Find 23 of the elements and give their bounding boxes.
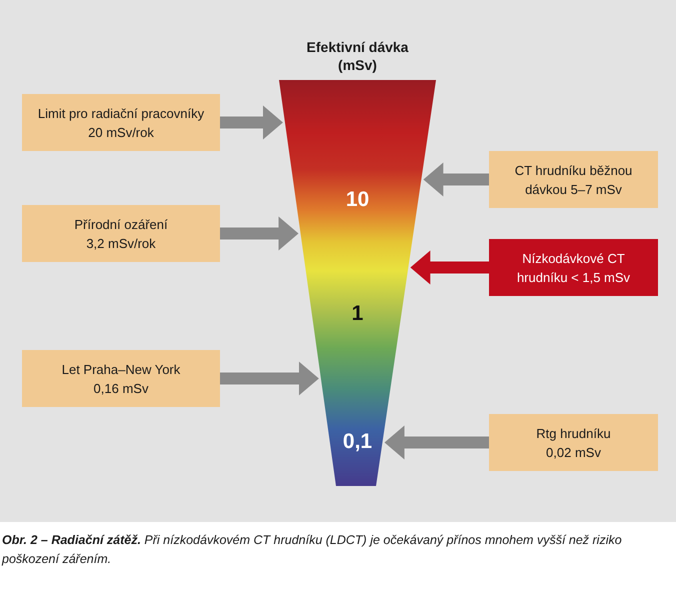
scale-value: 10 [346, 188, 370, 212]
arrow [384, 426, 489, 460]
exposure-label: Nízkodávkové CT hrudníku < 1,5 mSv [516, 250, 632, 286]
arrow [220, 106, 283, 140]
figure-caption: Obr. 2 – Radiační zátěž. Při nízkodávkovém CT hrudníku (LDCT) je očekávaný přínos mnohem vyšší než riziko poškození zářením. [2, 532, 623, 568]
exposure-card [489, 151, 658, 208]
scale-title: Efektivní dávka (mSv) [306, 38, 410, 74]
exposure-card [22, 205, 220, 262]
exposure-card [489, 239, 658, 296]
scale-value: 0,1 [342, 430, 372, 454]
scale-value: 1 [352, 302, 364, 326]
exposure-card [489, 414, 658, 471]
arrow [423, 162, 489, 196]
exposure-label: CT hrudníku běžnou dávkou 5–7 mSv [514, 162, 634, 198]
exposure-label: Rtg hrudníku 0,02 mSv [535, 424, 612, 462]
exposure-card [22, 350, 220, 407]
exposure-label: Limit pro radiační pracovníky 20 mSv/rok [36, 104, 206, 142]
arrow [220, 216, 299, 250]
exposure-card [22, 94, 220, 151]
arrow [410, 250, 489, 284]
exposure-label: Let Praha–New York 0,16 mSv [60, 360, 182, 398]
arrow [220, 362, 319, 396]
exposure-label: Přírodní ozáření 3,2 mSv/rok [73, 216, 169, 252]
